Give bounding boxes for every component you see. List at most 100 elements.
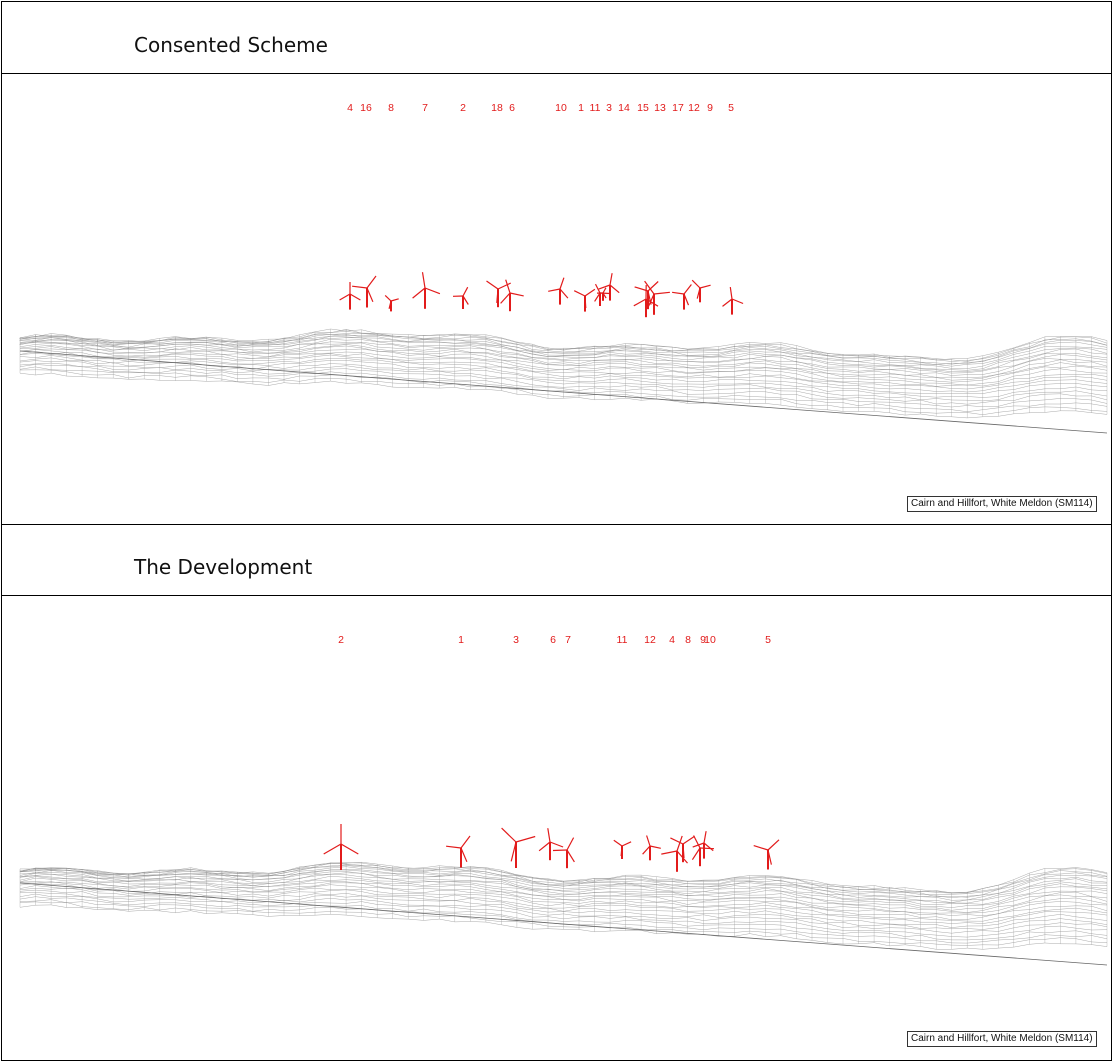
turbine-group [323,824,780,872]
turbine-marker [670,835,695,863]
turbine-number-label: 6 [509,102,515,114]
turbine-number-label: 18 [491,102,503,114]
turbine-blade [729,287,733,300]
turbine-blade [566,849,575,863]
turbine-blade [682,835,695,845]
turbine-blade [384,294,392,302]
turbine-number-label: 5 [728,102,734,114]
viewpoint-caption-development: Cairn and Hillfort, White Meldon (SM114) [907,1031,1097,1047]
divider-top [1,73,1112,74]
turbine-marker [501,827,536,868]
turbine-number-label: 7 [565,634,571,646]
turbine-number-label: 9 [707,102,713,114]
turbine-number-label: 3 [606,102,612,114]
turbine-blade [366,275,377,289]
turbine-blade [722,298,733,307]
turbine-blade [424,287,441,295]
turbine-blade [691,847,701,861]
turbine-number-label: 13 [654,102,666,114]
turbine-number-label: 2 [460,102,466,114]
terrain-baseline [19,350,1108,434]
turbine-blade [340,843,359,855]
turbine-blade [602,292,607,299]
turbine-number-label: 12 [644,634,656,646]
turbine-blade [462,286,469,297]
turbine-blade [500,292,511,304]
turbine-blade [692,842,705,848]
turbine-marker [573,288,596,312]
turbine-marker [552,837,575,869]
turbine-number-label: 4 [347,102,353,114]
turbine-blade [646,835,651,847]
turbine-marker [594,283,611,306]
terrain-mesh [19,328,1108,419]
turbine-marker [613,839,632,859]
turbine-blade [501,827,517,843]
turbine-marker [633,284,659,318]
turbine-marker [672,284,692,310]
turbine-marker [323,824,359,870]
turbine-number-label: 12 [688,102,700,114]
turbine-marker [352,275,377,308]
turbine-blade [753,845,769,851]
turbine-marker [339,282,361,310]
turbine-blade [323,843,342,855]
turbine-number-label: 6 [550,634,556,646]
turbine-blade [460,835,471,849]
panel-heading-development: The Development [134,555,313,579]
turbine-marker [691,279,711,303]
turbine-blade [573,290,586,297]
turbine-blade [676,835,683,852]
turbine-blade [653,291,670,295]
turbine-marker [661,835,688,872]
turbine-number-label: 1 [458,634,464,646]
turbine-blade [486,280,499,290]
turbine-number-label: 2 [338,634,344,646]
turbine-number-label: 10 [555,102,567,114]
turbine-number-label: 3 [513,634,519,646]
turbine-blade [598,284,611,290]
turbine-marker [722,287,744,315]
turbine-blade [767,849,772,865]
turbine-blade [549,841,564,848]
turbine-blade [767,839,780,851]
turbine-group [339,272,744,318]
turbine-number-label: 1 [578,102,584,114]
turbine-number-label: 5 [765,634,771,646]
turbine-blade [421,272,426,289]
turbine-blade [683,284,692,295]
turbine-blade [645,298,659,307]
turbine-blade [661,850,678,855]
terrain-contour [19,861,1108,893]
turbine-blade [510,841,517,862]
turbine-blade [497,282,511,290]
turbine-blade [699,847,715,850]
turbine-blade [584,295,587,309]
turbine-blade [620,845,623,857]
turbine-blade [613,839,623,847]
turbine-marker [753,839,780,870]
terrain-baseline [19,882,1108,966]
turbine-blade [594,292,601,302]
turbine-blade [388,300,392,309]
panel-heading-consented: Consented Scheme [134,33,328,57]
turbine-marker [500,279,524,312]
turbine-number-label: 16 [360,102,372,114]
turbine-blade [731,298,744,305]
turbine-blade [683,293,690,306]
turbine-marker [486,280,511,308]
turbine-number-label: 10 [704,634,716,646]
turbine-number-label: 17 [672,102,684,114]
turbine-blade [559,277,565,290]
turbine-blade [633,298,647,307]
turbine-number-label: 8 [388,102,394,114]
terrain-mesh [19,861,1108,950]
viewpoint-caption-consented: Cairn and Hillfort, White Meldon (SM114) [907,496,1097,512]
turbine-marker [598,273,620,301]
turbine-number-label: 14 [618,102,630,114]
